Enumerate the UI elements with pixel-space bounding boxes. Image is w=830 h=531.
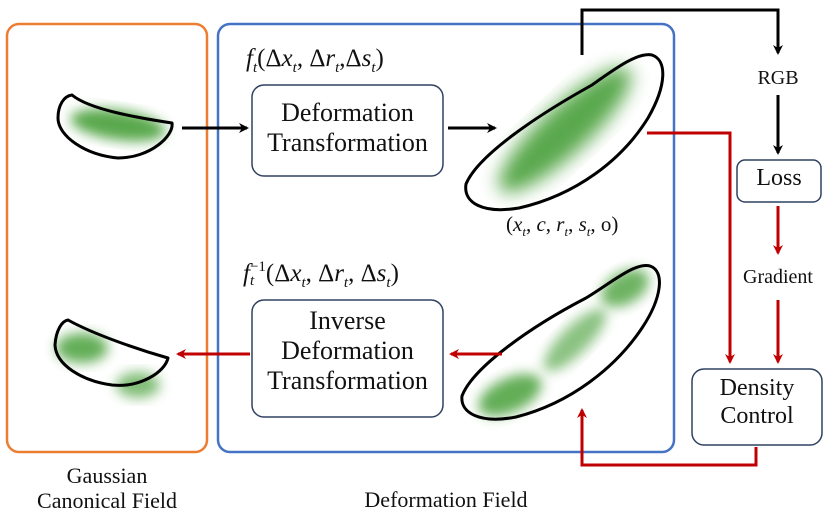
rgb-label: RGB [757, 67, 799, 89]
backward-flow-arrows [176, 131, 783, 467]
forward-box-label: Deformation Transformation [267, 98, 428, 157]
canonical-panel [5, 22, 209, 454]
deformation-transformation-box [251, 84, 444, 177]
gradient-label: Gradient [743, 266, 813, 288]
loss-box [736, 159, 822, 203]
density-control-box [691, 368, 823, 446]
deformation-panel [216, 22, 676, 454]
inverse-box-label: Inverse Deformation Transformation [267, 306, 428, 395]
canonical-field-caption: Gaussian Canonical Field [37, 463, 177, 514]
arrow-deformed-to-density [647, 131, 735, 364]
canonical-gaussian-bottom [53, 318, 170, 398]
canonical-gaussian-top [56, 93, 174, 160]
loss-label: Loss [756, 165, 802, 191]
forward-formula: ft(Δxt, Δrt,Δst) [246, 45, 384, 76]
deformed-gaussian-top [464, 53, 665, 212]
deformed-gaussian-bottom [460, 264, 661, 421]
forward-flow-arrows [182, 8, 783, 155]
arrow-deformed-to-rgb [580, 8, 783, 55]
density-control-label: Density Control [719, 375, 795, 429]
inverse-deformation-transformation-box [251, 299, 444, 418]
gaussian-attributes-tuple: (xt, c, rt, st, o) [506, 212, 619, 240]
arrow-density-to-deformed [577, 408, 758, 467]
deformation-field-caption: Deformation Field [364, 487, 528, 512]
